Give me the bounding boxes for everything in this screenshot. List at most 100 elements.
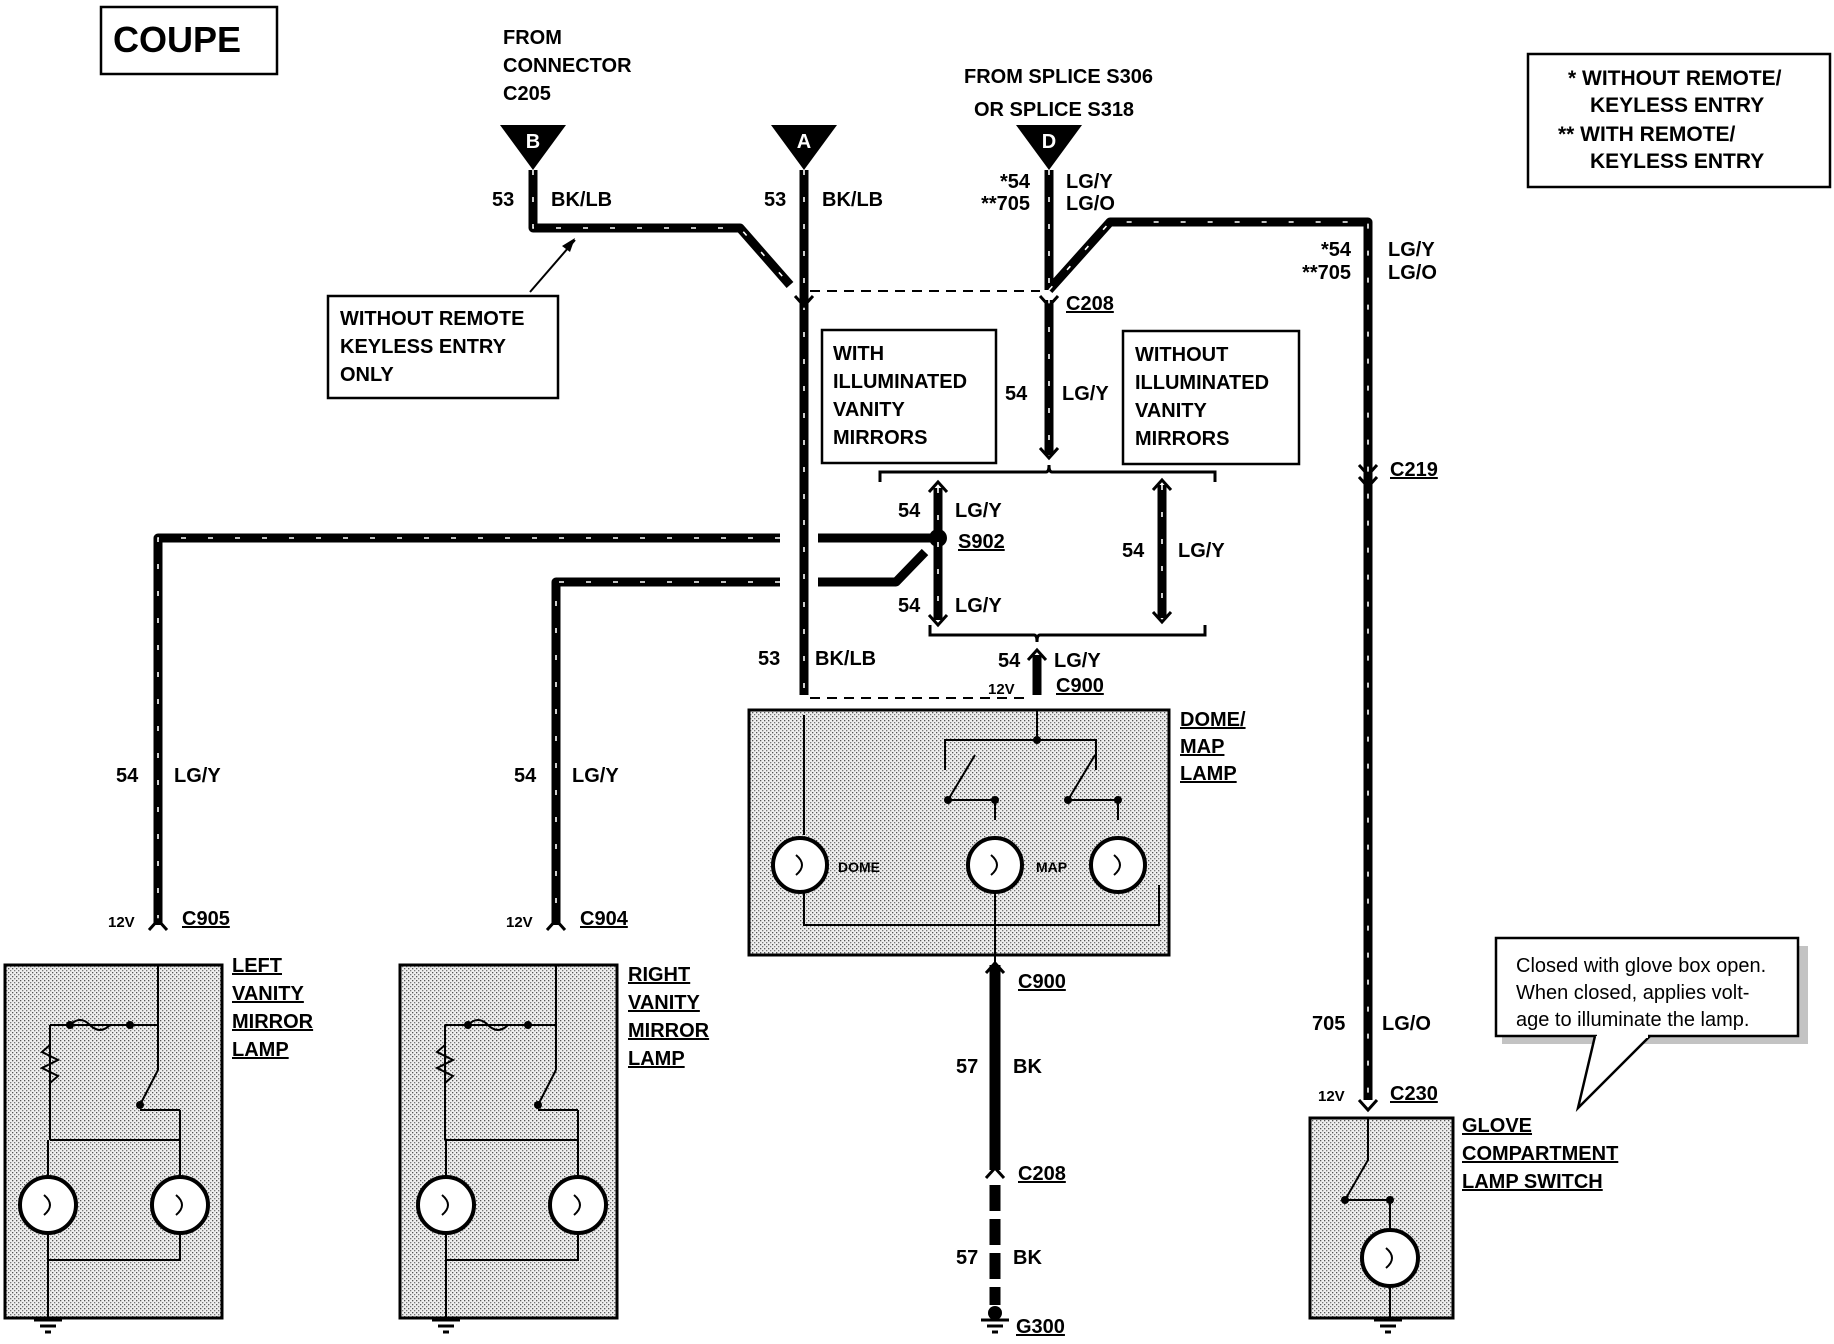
svg-text:MIRROR: MIRROR [628, 1020, 710, 1042]
dome-map-lamp: DOME MAP DOME/ MAP LAMP [747, 708, 1246, 962]
connector-c208-top: C208 [1066, 293, 1114, 315]
svg-text:CONNECTOR: CONNECTOR [503, 55, 632, 77]
wire-54-705-top [1044, 170, 1373, 1100]
page-title: COUPE [113, 19, 241, 60]
svg-text:LAMP: LAMP [232, 1039, 289, 1061]
svg-text:BK/LB: BK/LB [815, 648, 876, 670]
svg-text:LAMP: LAMP [1180, 763, 1237, 785]
svg-text:12V: 12V [108, 914, 135, 931]
svg-text:VANITY: VANITY [628, 992, 701, 1014]
svg-text:LG/Y: LG/Y [1178, 540, 1225, 562]
legend-line-2: KEYLESS ENTRY [1590, 94, 1764, 117]
legend-line-1: * WITHOUT REMOTE/ [1568, 67, 1782, 90]
legend-line-3: ** WITH REMOTE/ [1558, 123, 1735, 146]
svg-text:54: 54 [998, 650, 1021, 672]
ground-g300: G300 [1016, 1316, 1065, 1338]
svg-text:FROM SPLICE S306: FROM SPLICE S306 [964, 66, 1153, 88]
svg-text:MIRRORS: MIRRORS [833, 427, 927, 449]
from-splice-label: FROM SPLICE S306 OR SPLICE S318 [964, 66, 1153, 121]
svg-text:MIRRORS: MIRRORS [1135, 428, 1229, 450]
note-glove-box: Closed with glove box open. When closed,… [1494, 936, 1808, 1112]
svg-text:54: 54 [1122, 540, 1145, 562]
svg-text:WITH: WITH [833, 343, 884, 365]
svg-text:53: 53 [492, 189, 514, 211]
connector-a: A [771, 125, 837, 170]
svg-text:BK/LB: BK/LB [551, 189, 612, 211]
connector-c905: C905 [182, 908, 230, 930]
connector-b: B [500, 125, 566, 170]
wire-54-left-mirror [153, 533, 780, 925]
svg-text:LAMP: LAMP [628, 1048, 685, 1070]
connector-c230: C230 [1390, 1083, 1438, 1105]
svg-text:DOME/: DOME/ [1180, 709, 1246, 731]
svg-text:VANITY: VANITY [1135, 400, 1208, 422]
title-box: COUPE [99, 5, 279, 76]
svg-text:LG/Y: LG/Y [572, 765, 619, 787]
circuit-labels: 53 BK/LB 53 BK/LB *54 **705 LG/Y LG/O *5… [108, 171, 1437, 1269]
svg-text:MAP: MAP [1180, 736, 1224, 758]
svg-text:LEFT: LEFT [232, 955, 282, 977]
note-without-rke-only: WITHOUT REMOTE KEYLESS ENTRY ONLY [326, 238, 576, 400]
svg-text:ILLUMINATED: ILLUMINATED [1135, 372, 1269, 394]
svg-text:LG/Y: LG/Y [174, 765, 221, 787]
svg-text:LG/O: LG/O [1388, 262, 1437, 284]
connector-labels: C208 C219 S902 C900 C900 C208 G300 C905 … [182, 293, 1438, 1338]
bracket-top [878, 464, 1217, 482]
left-vanity-mirror-lamp: LEFT VANITY MIRROR LAMP [3, 955, 314, 1320]
svg-text:BK: BK [1013, 1247, 1042, 1269]
svg-text:LG/Y: LG/Y [1062, 383, 1109, 405]
svg-text:54: 54 [116, 765, 139, 787]
svg-text:WITHOUT REMOTE: WITHOUT REMOTE [340, 308, 524, 330]
svg-text:LG/Y: LG/Y [1388, 239, 1435, 261]
connector-chevrons [147, 294, 1379, 1180]
svg-text:LG/Y: LG/Y [1066, 171, 1113, 193]
svg-text:ILLUMINATED: ILLUMINATED [833, 371, 967, 393]
svg-text:OR SPLICE S318: OR SPLICE S318 [974, 99, 1134, 121]
right-vanity-mirror-lamp: RIGHT VANITY MIRROR LAMP [398, 963, 710, 1320]
map-bulb-label: MAP [1036, 859, 1067, 875]
svg-text:**705: **705 [1302, 262, 1351, 284]
svg-text:VANITY: VANITY [232, 983, 305, 1005]
svg-text:53: 53 [758, 648, 780, 670]
bracket-bottom [928, 625, 1207, 643]
svg-text:GLOVE: GLOVE [1462, 1115, 1532, 1137]
svg-text:57: 57 [956, 1247, 978, 1269]
legend-line-4: KEYLESS ENTRY [1590, 150, 1764, 173]
wire-53-bk-lb [528, 170, 809, 695]
svg-text:A: A [797, 131, 811, 153]
svg-text:*54: *54 [1321, 239, 1352, 261]
svg-text:D: D [1042, 131, 1056, 153]
svg-text:LG/O: LG/O [1066, 193, 1115, 215]
legend-box: * WITHOUT REMOTE/ KEYLESS ENTRY ** WITH … [1526, 52, 1832, 189]
svg-text:RIGHT: RIGHT [628, 964, 690, 986]
svg-text:MIRROR: MIRROR [232, 1011, 314, 1033]
svg-text:When closed, applies volt-: When closed, applies volt- [1516, 982, 1749, 1004]
connector-c900-top: C900 [1056, 675, 1104, 697]
connector-d: D [1016, 125, 1082, 170]
svg-text:KEYLESS ENTRY: KEYLESS ENTRY [340, 336, 507, 358]
svg-text:*54: *54 [1000, 171, 1031, 193]
svg-text:BK: BK [1013, 1056, 1042, 1078]
svg-text:WITHOUT: WITHOUT [1135, 344, 1228, 366]
svg-text:FROM: FROM [503, 27, 562, 49]
connector-c219: C219 [1390, 459, 1438, 481]
svg-text:54: 54 [1005, 383, 1028, 405]
svg-text:VANITY: VANITY [833, 399, 906, 421]
note-without-vanity-mirrors: WITHOUT ILLUMINATED VANITY MIRRORS [1121, 329, 1301, 466]
svg-text:LG/O: LG/O [1382, 1013, 1431, 1035]
svg-text:53: 53 [764, 189, 786, 211]
svg-text:12V: 12V [506, 914, 533, 931]
svg-text:12V: 12V [988, 681, 1015, 698]
svg-text:54: 54 [898, 500, 921, 522]
svg-text:age to illuminate the lamp.: age to illuminate the lamp. [1516, 1009, 1749, 1031]
svg-text:**705: **705 [981, 193, 1030, 215]
splice-s902 [929, 488, 947, 620]
connector-c208-bottom: C208 [1018, 1163, 1066, 1185]
svg-text:C205: C205 [503, 83, 551, 105]
from-connector-label: FROM CONNECTOR C205 [503, 27, 632, 105]
connector-c900-bottom: C900 [1018, 971, 1066, 993]
svg-text:705: 705 [1312, 1013, 1345, 1035]
svg-text:LAMP SWITCH: LAMP SWITCH [1462, 1171, 1603, 1193]
svg-text:57: 57 [956, 1056, 978, 1078]
splice-s902-label: S902 [958, 531, 1005, 553]
